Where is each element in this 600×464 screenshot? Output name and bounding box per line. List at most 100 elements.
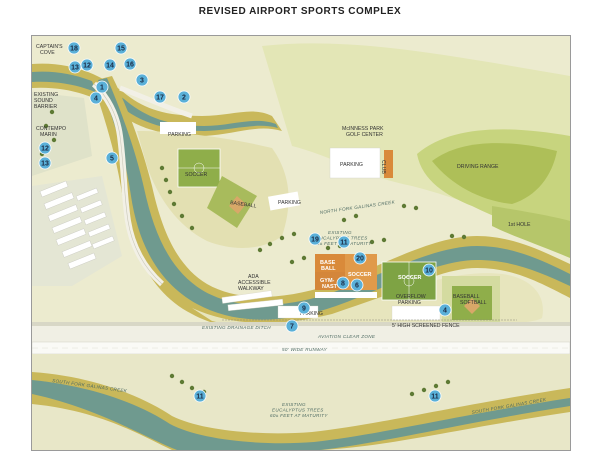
marker-label: 3 — [140, 77, 144, 84]
marker-3: 3 — [135, 73, 149, 87]
label-parking-east: PARKING — [278, 200, 301, 206]
marker-label: 14 — [106, 62, 114, 69]
north-sports-land — [137, 131, 289, 248]
marker-8: 8 — [336, 276, 350, 290]
label-parking-north: PARKING — [168, 132, 191, 138]
marker-15: 15 — [114, 41, 128, 55]
marker-10: 10 — [422, 263, 436, 277]
baseball-infield-north — [229, 196, 246, 214]
marker-label: 4 — [443, 307, 447, 314]
marker-label: 16 — [126, 61, 134, 68]
marker-label: 12 — [83, 62, 91, 69]
marker-label: 4 — [94, 95, 98, 102]
marker-label: 19 — [311, 236, 319, 243]
marker-label: 17 — [156, 94, 164, 101]
marker-label: 13 — [41, 160, 49, 167]
label-runway: 50' WIDE RUNWAY — [282, 347, 328, 352]
north-fork-water — [98, 78, 570, 320]
marker-13: 13 — [38, 156, 52, 170]
marker-13: 13 — [68, 60, 82, 74]
marker-label: 20 — [356, 255, 364, 262]
marker-12: 12 — [38, 141, 52, 155]
label-soccer-north: SOCCER — [185, 172, 207, 178]
marker-label: 9 — [302, 305, 306, 312]
marker-label: 2 — [182, 94, 186, 101]
marker-2: 2 — [177, 90, 191, 104]
label-gym-nast: GYM-NAST — [320, 278, 338, 290]
first-hole-area — [492, 206, 570, 258]
label-parking-south: PARKING — [300, 311, 323, 317]
label-screened-fence: 5' HIGH SCREENED FENCE — [392, 323, 460, 329]
driving-range-turf — [432, 143, 557, 204]
marker-18: 18 — [67, 41, 81, 55]
marker-9: 9 — [297, 301, 311, 315]
label-aviation-clear-zone: AVIATION CLEAR ZONE — [317, 334, 376, 339]
baseball-field-north — [207, 176, 257, 228]
marker-label: 11 — [431, 393, 439, 400]
marker-label: 10 — [425, 267, 433, 274]
marker-label: 11 — [340, 239, 348, 246]
label-existing-drainage-ditch: EXISTING DRAINAGE DITCH — [202, 325, 271, 330]
parking-lot-east — [268, 191, 300, 211]
marker-label: 18 — [70, 45, 78, 52]
north-road — [119, 85, 193, 119]
label-soccer-orange: SOCCER — [348, 272, 372, 278]
label-driving-range: DRIVING RANGE — [457, 164, 499, 170]
marker-16: 16 — [123, 57, 137, 71]
marker-label: 5 — [110, 155, 114, 162]
marker-6: 6 — [350, 278, 364, 292]
marker-7: 7 — [285, 319, 299, 333]
drainage-ditch — [32, 322, 570, 326]
marker-12: 12 — [80, 58, 94, 72]
marker-11: 11 — [428, 389, 442, 403]
marker-11: 11 — [337, 235, 351, 249]
marker-label: 8 — [341, 280, 345, 287]
label-club: CLUB — [380, 160, 386, 174]
marker-4: 4 — [89, 91, 103, 105]
marker-label: 1 — [100, 84, 104, 91]
complex-parking — [315, 292, 377, 298]
aviation-clear-zone — [32, 326, 570, 342]
marker-1: 1 — [95, 80, 109, 94]
marker-5: 5 — [105, 151, 119, 165]
marker-19: 19 — [308, 232, 322, 246]
marker-label: 11 — [196, 393, 204, 400]
residential-buildings — [39, 180, 115, 270]
marker-label: 7 — [290, 323, 294, 330]
map-title: REVISED AIRPORT SPORTS COMPLEX — [198, 6, 402, 17]
access-road-edge — [93, 83, 163, 285]
marker-14: 14 — [103, 58, 117, 72]
softball-infield — [464, 298, 480, 314]
mcinness-parking — [329, 147, 381, 179]
marker-label: 13 — [71, 64, 79, 71]
residential-area-north — [32, 92, 92, 176]
marker-label: 12 — [41, 145, 49, 152]
label-soccer-east: SOCCER — [398, 275, 422, 281]
north-fork-bank — [92, 76, 570, 330]
walkway-parking-rows — [221, 290, 441, 321]
label-parking-mcinness: PARKING — [340, 162, 363, 168]
label-baseball-north: BASEBALL — [230, 200, 257, 210]
marker-17: 17 — [153, 90, 167, 104]
south-fork-water — [32, 380, 570, 450]
marker-label: 6 — [355, 282, 359, 289]
club-building — [384, 150, 393, 178]
marker-label: 15 — [117, 45, 125, 52]
label-first-hole: 1st HOLE — [508, 222, 531, 228]
marker-11: 11 — [193, 389, 207, 403]
numbered-markers: 18 15 13 12 14 16 3 1 17 2 4 12 13 5 19 11 20 10 8 6 9 4 7 11 11 — [38, 41, 452, 403]
parking-lot-north — [160, 122, 196, 134]
marker-4: 4 — [438, 303, 452, 317]
marker-20: 20 — [353, 251, 367, 265]
